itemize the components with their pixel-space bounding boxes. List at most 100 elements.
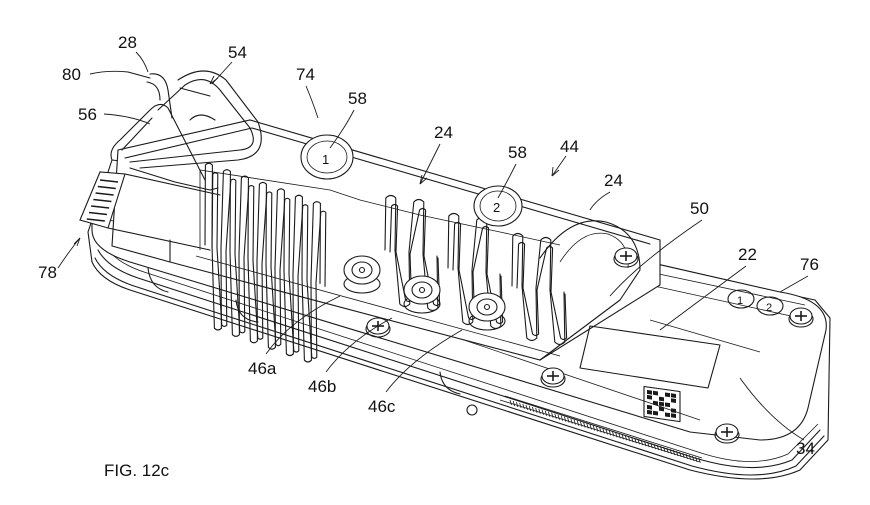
rail-rib bbox=[573, 419, 576, 425]
serpentine-2 bbox=[384, 194, 439, 312]
rail-rib bbox=[647, 442, 650, 448]
rail-rib bbox=[608, 430, 612, 436]
indicator-badges: 1 2 bbox=[727, 289, 784, 316]
rail-rib bbox=[685, 453, 688, 460]
rail-rib bbox=[599, 427, 602, 433]
sensor-window bbox=[579, 319, 761, 389]
rail-rib bbox=[698, 457, 701, 463]
code-cell bbox=[647, 409, 652, 415]
rail-rib bbox=[532, 406, 535, 412]
code-frame bbox=[643, 385, 681, 423]
matrix-code bbox=[643, 385, 681, 423]
serpentine-7 bbox=[516, 241, 568, 341]
rail-rib bbox=[656, 444, 660, 451]
code-cell bbox=[647, 404, 652, 410]
serpentine-1 bbox=[211, 172, 327, 359]
code-cell bbox=[659, 396, 664, 402]
rail-rib bbox=[624, 435, 628, 441]
rail-rib bbox=[535, 407, 538, 413]
rail-rib bbox=[519, 402, 522, 409]
label-34: 34 bbox=[796, 439, 815, 458]
label-46b: 46b bbox=[308, 377, 336, 396]
rail-rib bbox=[544, 410, 548, 416]
screw-4 bbox=[714, 423, 740, 444]
rail-rib bbox=[596, 426, 599, 432]
code-cell bbox=[647, 394, 652, 400]
badge-1-mark: 1 bbox=[737, 295, 743, 307]
contact-pad bbox=[99, 179, 119, 183]
label-76: 76 bbox=[800, 255, 819, 274]
label-74: 74 bbox=[296, 65, 315, 84]
leader-lines bbox=[57, 51, 809, 441]
rail-rib bbox=[621, 434, 624, 440]
code-cell bbox=[659, 401, 664, 407]
rail-rib bbox=[631, 437, 634, 443]
rail-ribs bbox=[509, 399, 701, 463]
contact-pad bbox=[95, 192, 114, 196]
label-24-right: 24 bbox=[604, 171, 623, 190]
label-22: 22 bbox=[738, 245, 757, 264]
rail-rib bbox=[580, 421, 583, 427]
rail-rib bbox=[634, 438, 637, 444]
rail-rib bbox=[509, 399, 512, 406]
serpentine-5 bbox=[452, 221, 504, 325]
rail-rib bbox=[516, 401, 519, 408]
serpentine-6 bbox=[511, 232, 566, 346]
valve-1-mark: 1 bbox=[322, 152, 329, 167]
rail-rib bbox=[688, 454, 692, 460]
label-58-right: 58 bbox=[508, 143, 527, 162]
label-56: 56 bbox=[78, 105, 97, 124]
rail-rib bbox=[692, 455, 695, 461]
rail-rib bbox=[583, 422, 586, 428]
code-cell bbox=[665, 392, 670, 398]
label-44: 44 bbox=[560, 137, 579, 156]
rail-rib bbox=[695, 456, 698, 462]
screw-3 bbox=[540, 367, 566, 388]
code-cell bbox=[665, 402, 670, 408]
screws bbox=[365, 247, 814, 444]
contact-pad bbox=[86, 218, 105, 222]
rail-rib bbox=[570, 418, 573, 424]
inlet-loop bbox=[110, 70, 262, 191]
figure-caption: FIG. 12c bbox=[104, 461, 170, 480]
rail-rib bbox=[676, 450, 679, 457]
code-cell bbox=[653, 400, 658, 406]
rail-rib bbox=[522, 403, 525, 410]
serpentine-3 bbox=[389, 203, 441, 307]
rail-rib bbox=[618, 433, 621, 439]
rail-rib bbox=[541, 409, 544, 415]
rail-rib bbox=[650, 443, 653, 449]
label-28: 28 bbox=[118, 33, 137, 52]
rail-rib bbox=[666, 447, 669, 454]
rail-rib bbox=[538, 408, 541, 414]
screw-2 bbox=[788, 307, 814, 328]
actuators bbox=[343, 255, 506, 331]
contact-pad bbox=[88, 211, 108, 216]
rail-rib bbox=[605, 429, 608, 435]
rail-rib bbox=[592, 425, 596, 431]
reference-labels: 28 54 80 74 58 56 24 58 44 24 50 22 76 7… bbox=[38, 33, 819, 480]
channel-outline-bottom bbox=[195, 255, 561, 357]
label-80: 80 bbox=[62, 65, 81, 84]
actuator-post-2 bbox=[403, 275, 441, 314]
rail-rib bbox=[644, 441, 647, 447]
code-cell bbox=[671, 393, 676, 399]
contact-pad bbox=[91, 205, 110, 209]
rail-rib bbox=[615, 432, 618, 438]
label-24-left: 24 bbox=[434, 123, 453, 142]
code-cell bbox=[653, 410, 658, 416]
rail-rib bbox=[612, 431, 615, 437]
rail-rib bbox=[682, 452, 685, 459]
label-46a: 46a bbox=[248, 359, 277, 378]
rail-rib bbox=[525, 404, 528, 411]
badge-2-mark: 2 bbox=[766, 302, 772, 314]
rail-rib bbox=[554, 413, 557, 419]
code-cell bbox=[659, 406, 664, 412]
label-54: 54 bbox=[228, 43, 247, 62]
rail-rib bbox=[669, 448, 672, 455]
valve-2-mark: 2 bbox=[493, 200, 500, 215]
rail-rib bbox=[551, 412, 554, 418]
rail-rib bbox=[586, 423, 589, 429]
